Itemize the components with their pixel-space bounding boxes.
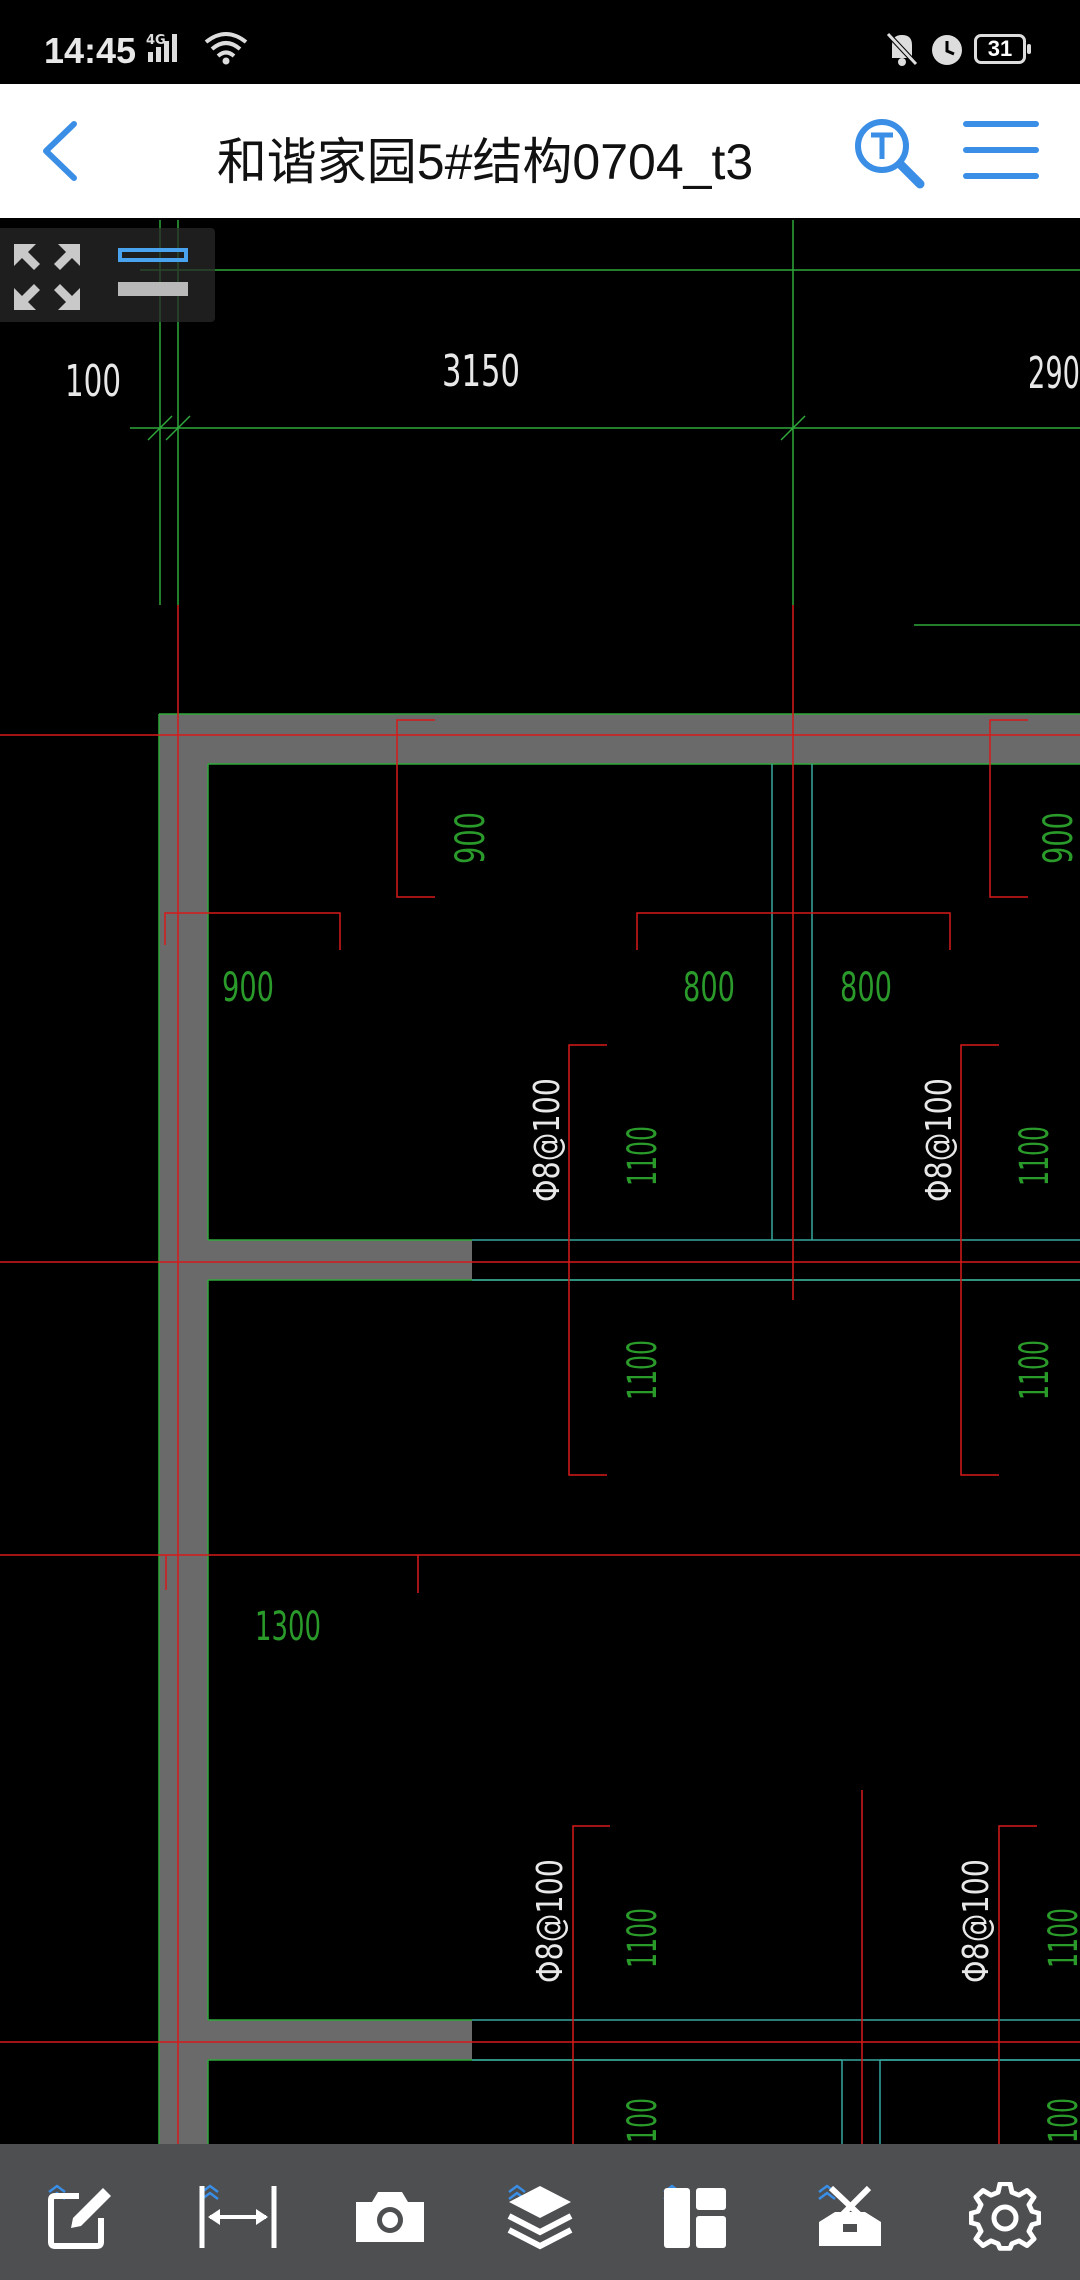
label-1100-c: 1100 xyxy=(620,1340,666,1400)
expand-up-icon xyxy=(201,2184,219,2200)
measure-icon xyxy=(199,2186,277,2248)
rebar-label-d: Φ8@100 xyxy=(956,1859,997,1983)
wifi-icon xyxy=(204,32,248,65)
layer-toggle-button[interactable] xyxy=(112,242,194,312)
label-800-b: 800 xyxy=(840,965,892,1011)
label-1100-d: 1100 xyxy=(1012,1340,1058,1400)
dimension-lines xyxy=(130,220,1080,626)
alarm-icon xyxy=(932,35,962,65)
bottom-toolbar xyxy=(0,2144,1080,2280)
dim-3150: 3150 xyxy=(442,346,520,397)
status-time: 14:45 xyxy=(44,30,137,71)
layers-icon xyxy=(507,2186,573,2250)
edit-icon xyxy=(48,2188,111,2249)
rebar-label-b: Φ8@100 xyxy=(919,1078,960,1202)
mute-icon xyxy=(886,32,918,66)
rebar-label-c: Φ8@100 xyxy=(530,1859,571,1983)
label-1100-b: 1100 xyxy=(1012,1126,1058,1186)
status-bar: 14:45 4G 31 xyxy=(0,0,1080,84)
cad-drawing[interactable]: 100 3150 290 900 800 800 1300 900 900 11… xyxy=(0,218,1080,2144)
label-1100-a: 1100 xyxy=(620,1126,666,1186)
layout-icon xyxy=(664,2188,726,2248)
gear-icon xyxy=(969,2182,1041,2251)
battery-icon: 31 xyxy=(974,34,1031,64)
label-1100-cut-b: 1100 xyxy=(1041,2098,1080,2144)
rebar-annotations: Φ8@100 Φ8@100 Φ8@100 Φ8@100 xyxy=(527,1078,997,1983)
rebar-label-a: Φ8@100 xyxy=(527,1078,568,1202)
toolbar-measure[interactable] xyxy=(163,2144,303,2280)
label-800-a: 800 xyxy=(683,965,735,1011)
menu-button[interactable] xyxy=(960,114,1042,186)
text-search-icon xyxy=(855,119,925,189)
network-type: 4G xyxy=(146,33,166,48)
label-900-top-b: 900 xyxy=(1036,812,1080,864)
drawing-labels: 900 800 800 1300 900 900 1100 1100 1100 … xyxy=(222,812,1080,2144)
signal-icon: 4G xyxy=(146,33,177,62)
toolbar-layout[interactable] xyxy=(625,2144,765,2280)
drawing-canvas[interactable]: 100 3150 290 900 800 800 1300 900 900 11… xyxy=(0,218,1080,2144)
dim-290: 290 xyxy=(1028,348,1080,399)
page-title: 和谐家园5#结构0704_t3 xyxy=(216,134,754,190)
label-900-top-a: 900 xyxy=(448,812,494,864)
toolbar-annotate[interactable] xyxy=(10,2144,150,2280)
title-bar: 和谐家园5#结构0704_t3 xyxy=(0,84,1080,218)
walls xyxy=(159,714,1080,2144)
toolbar-settings[interactable] xyxy=(934,2144,1074,2280)
back-button[interactable] xyxy=(30,114,100,188)
menu-icon xyxy=(963,121,1039,179)
label-1100-e: 1100 xyxy=(620,1908,666,1968)
label-900-left: 900 xyxy=(222,965,274,1011)
floating-tools xyxy=(0,228,215,322)
dim-100: 100 xyxy=(65,356,121,407)
camera-icon xyxy=(356,2192,424,2242)
toolbox-icon xyxy=(819,2185,881,2246)
layer-toggle-icon xyxy=(118,248,188,296)
back-icon xyxy=(43,121,77,181)
dimension-texts: 100 3150 290 xyxy=(65,346,1080,407)
text-search-button[interactable] xyxy=(850,114,928,192)
toolbar-layers[interactable] xyxy=(470,2144,610,2280)
axis-lines xyxy=(0,605,1080,2144)
label-1300: 1300 xyxy=(255,1604,321,1650)
fit-screen-button[interactable] xyxy=(10,240,84,314)
label-1100-f: 1100 xyxy=(1041,1908,1080,1968)
toolbar-camera[interactable] xyxy=(317,2144,457,2280)
toolbar-tools[interactable] xyxy=(780,2144,920,2280)
fit-screen-icon xyxy=(14,244,80,310)
label-1100-cut-a: 1100 xyxy=(620,2098,666,2144)
